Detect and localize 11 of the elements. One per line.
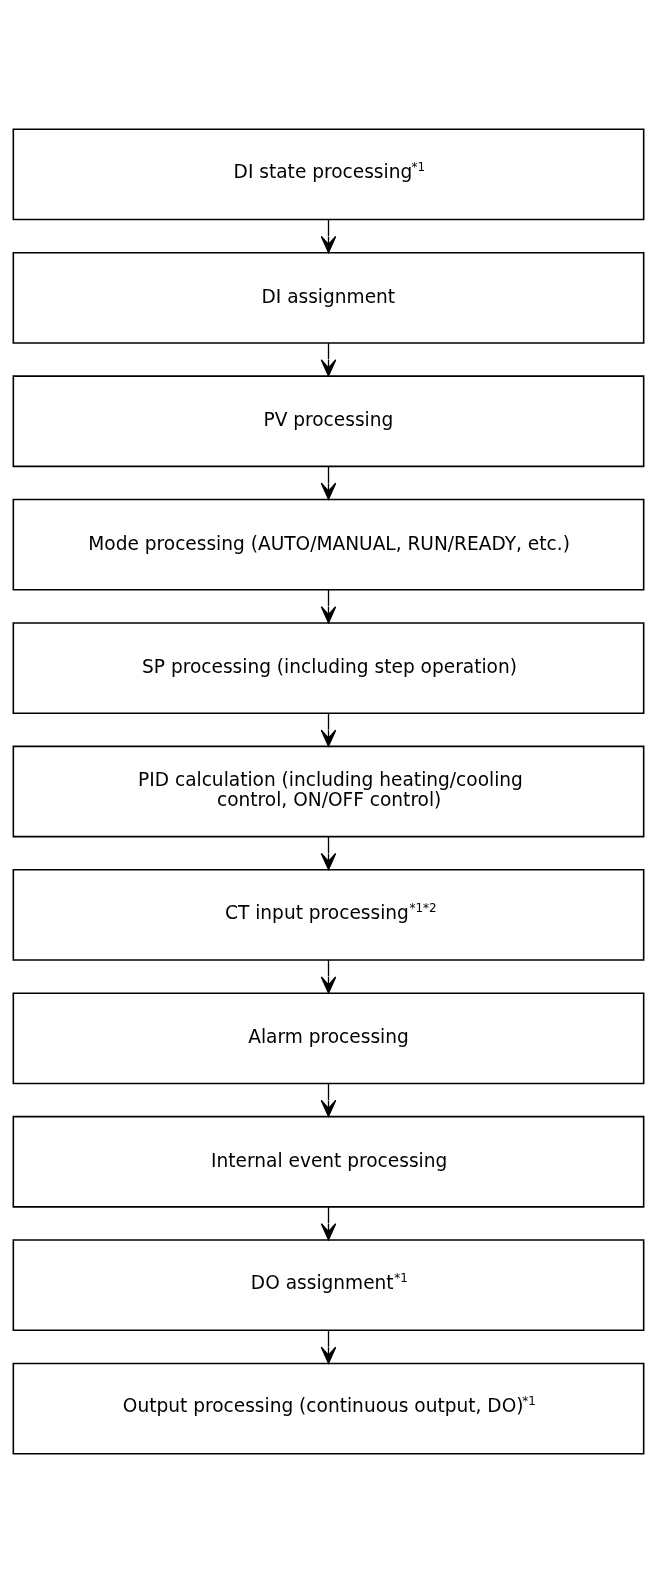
node-box: Output processing (continuous output, DO)$^{*1}$ — [12, 1362, 645, 1454]
node-box: DI state processing$^{*1}$ — [12, 128, 645, 220]
node-box: CT input processing$^{*1*2}$ — [12, 868, 645, 961]
node-box: DI assignment — [12, 251, 645, 344]
node-box: Alarm processing — [12, 991, 645, 1084]
node-box: PV processing — [12, 374, 645, 467]
node-box: SP processing (including step operation) — [12, 621, 645, 714]
node-box: PID calculation (including heating/cooling control, ON/OFF control) — [12, 745, 645, 837]
node-box: Mode processing (AUTO/MANUAL, RUN/READY, etc.) — [12, 498, 645, 591]
node-box: DO assignment$^{*1}$ — [12, 1238, 645, 1331]
node-box: Internal event processing — [12, 1115, 645, 1208]
